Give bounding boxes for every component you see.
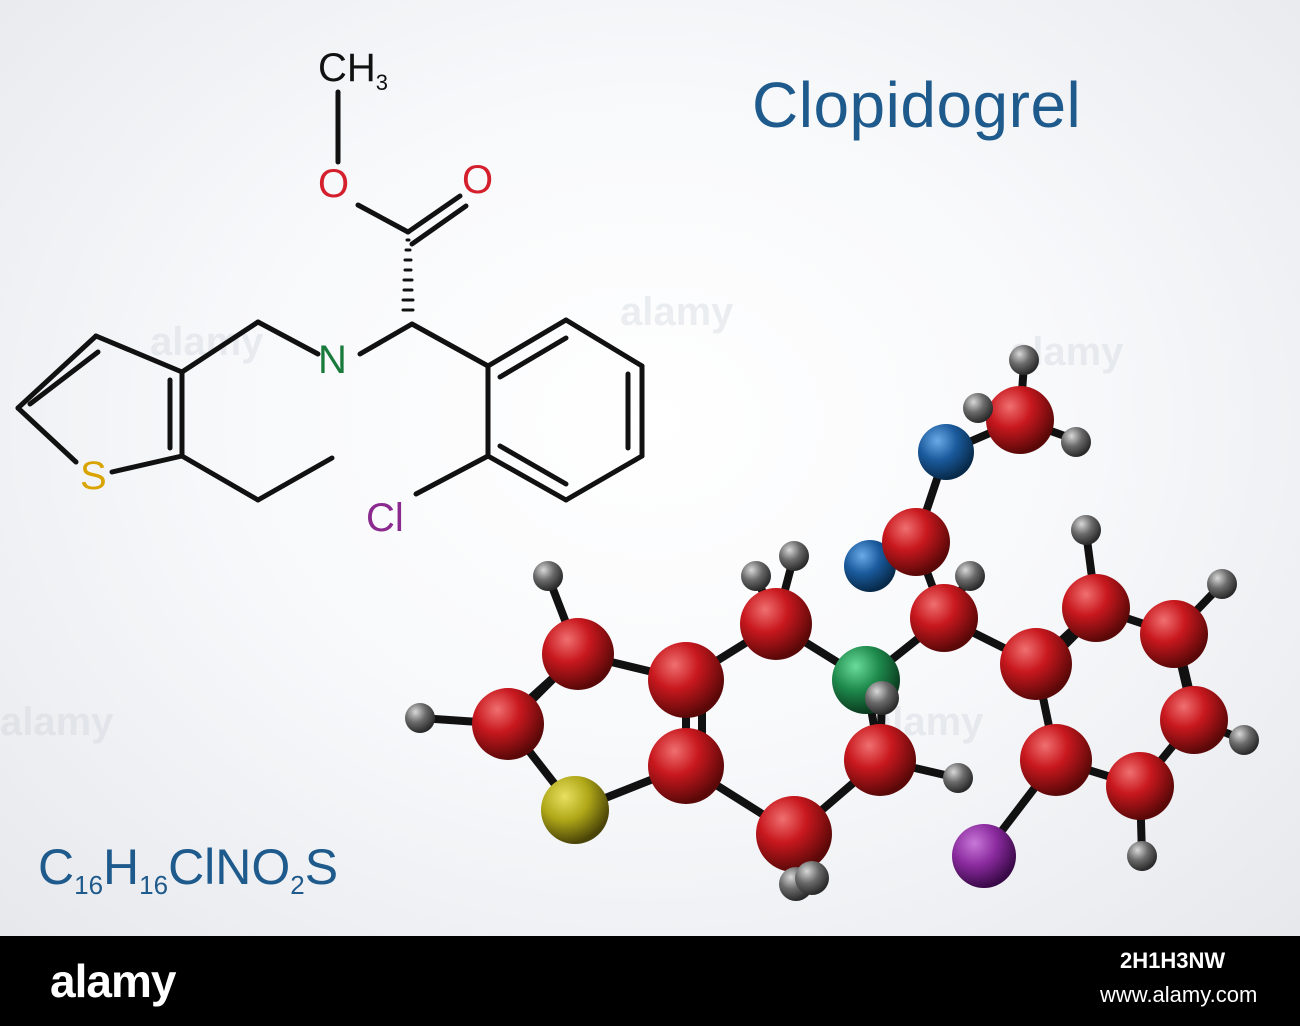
carbonyl-oxygen-label: O: [462, 158, 494, 202]
ether-oxygen-label: O: [318, 162, 350, 206]
watermark: alamy: [620, 290, 734, 334]
methyl-label: CH3: [318, 46, 389, 95]
chlorine-label: Cl: [366, 496, 404, 540]
compound-title: Clopidogrel: [752, 69, 1082, 141]
ball-and-stick-model: [405, 345, 1259, 901]
skeletal-structure: [15, 89, 645, 503]
footer-url[interactable]: www.alamy.com: [1100, 982, 1258, 1007]
molecular-formula: C16H16ClNO2S: [38, 839, 339, 900]
nitrogen-label: N: [318, 338, 347, 382]
footer-bar: alamy 2H1H3NW www.alamy.com: [0, 936, 1300, 1026]
image-id: 2H1H3NW: [1120, 948, 1226, 973]
watermark: alamy: [0, 700, 114, 744]
footer-logo: alamy: [50, 955, 176, 1007]
sulfur-label: S: [80, 454, 107, 498]
illustration-canvas: alamy alamy alamy alamy alamy: [0, 0, 1300, 936]
